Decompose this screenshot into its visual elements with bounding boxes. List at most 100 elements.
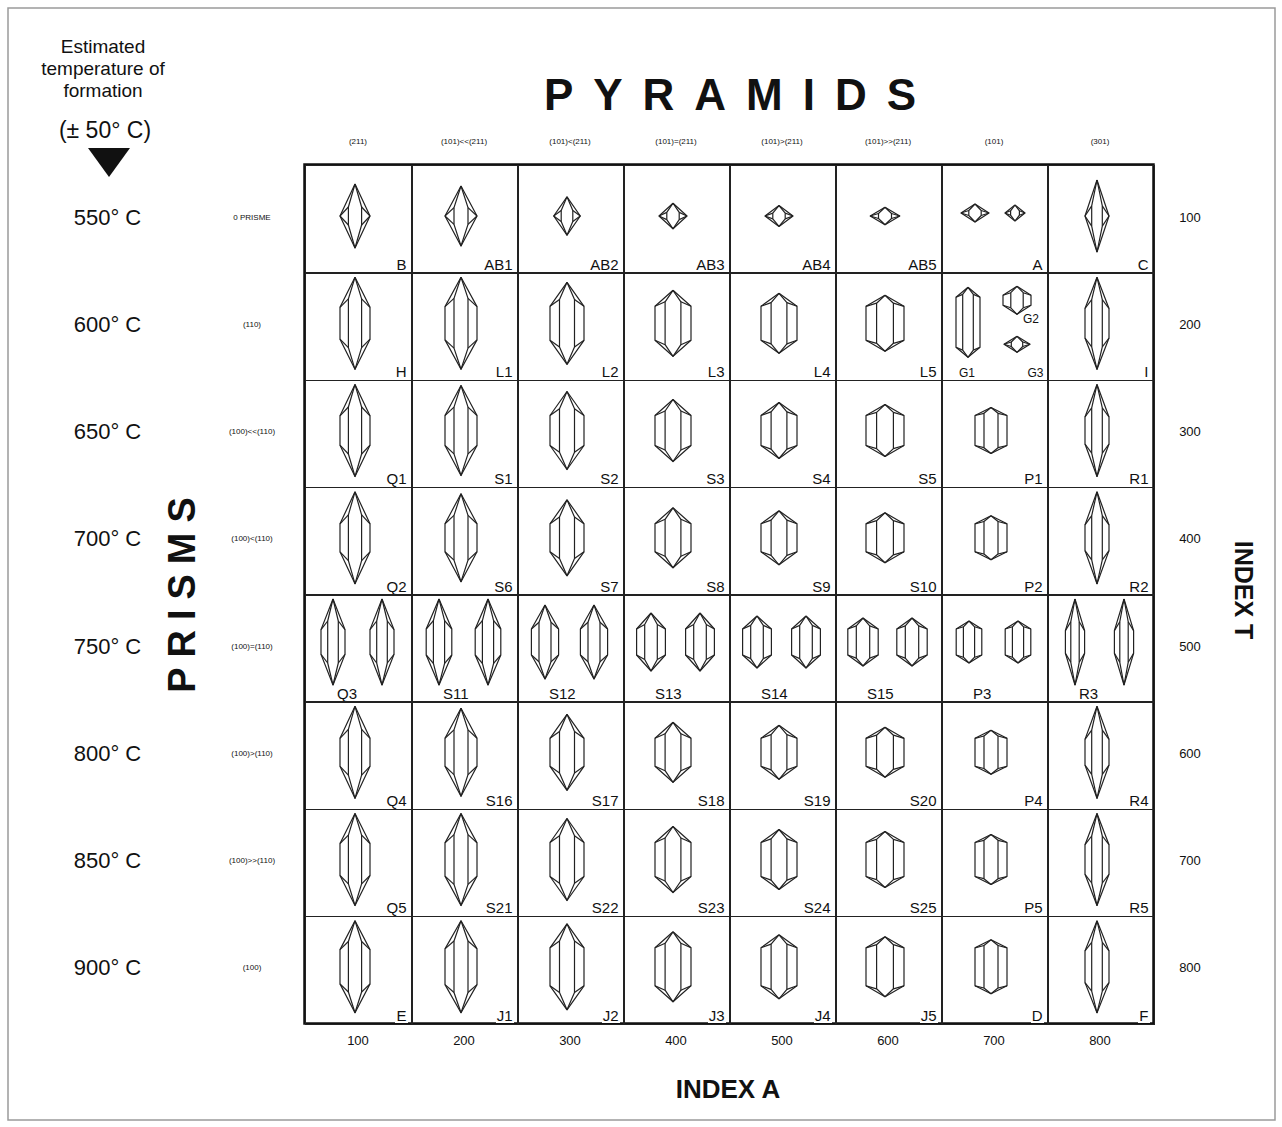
crystal-edge: [1023, 344, 1030, 346]
crystal-cell: Q4: [305, 701, 413, 810]
crystal-edge: [567, 392, 575, 470]
crystal-edge: [673, 932, 681, 1002]
crystal-edge: [370, 654, 377, 663]
crystal-edge: [573, 211, 581, 216]
cell-label: S20: [909, 793, 938, 808]
crystal-edge: [600, 655, 608, 662]
crystal-edge: [340, 339, 348, 347]
index-t-value: 300: [1160, 425, 1220, 440]
crystal-edge: [655, 411, 665, 416]
crystal-edge: [991, 730, 998, 774]
crystal-edge: [866, 295, 904, 351]
cell-label: Q2: [385, 579, 407, 594]
crystal-edge: [454, 814, 461, 906]
crystal-cell: A: [941, 165, 1049, 274]
crystal-edge: [665, 400, 673, 462]
cell-label: F: [1138, 1008, 1149, 1023]
crystal-edge: [468, 340, 477, 348]
cell-label: AB4: [801, 257, 831, 272]
crystal-edge: [771, 830, 779, 890]
crystal-edge: [779, 830, 787, 890]
crystal-cell: F: [1047, 916, 1155, 1025]
crystal-edge: [362, 729, 370, 738]
crystal-edge: [445, 814, 477, 906]
crystal-edge: [655, 446, 665, 451]
crystal-edge: [787, 552, 797, 556]
crystal-edge: [575, 517, 585, 524]
crystal-edge: [1085, 180, 1109, 252]
crystal-edge: [893, 945, 904, 948]
cell-label: S7: [599, 579, 619, 594]
crystal-edge: [787, 877, 797, 881]
prism-index: (100)<<(110): [206, 427, 298, 436]
crystal-edge: [1085, 765, 1092, 774]
cell-label: Q3: [336, 686, 358, 701]
crystal-edge: [975, 522, 984, 524]
crystal-edge: [761, 935, 797, 999]
crystal-edge: [679, 216, 687, 220]
crystal-edge: [866, 727, 904, 777]
crystal-edge: [445, 208, 454, 216]
crystal-edge: [885, 727, 893, 777]
crystal-edge: [673, 827, 681, 893]
crystal-edge: [1017, 336, 1023, 352]
crystal-cell: L1: [411, 272, 519, 381]
crystal-edge: [1085, 216, 1092, 226]
crystal-edge: [657, 625, 665, 630]
crystal-edge: [991, 408, 998, 454]
crystal-edge: [1085, 408, 1092, 417]
crystal-edge: [445, 708, 477, 796]
crystal-edge: [870, 626, 879, 629]
pyramid-index: (101)>(211): [732, 137, 832, 146]
crystal-edge: [998, 766, 1007, 768]
crystal-edge: [454, 186, 461, 246]
cell-label: S22: [591, 900, 620, 915]
crystal-edge: [806, 616, 812, 668]
crystal-edge: [1011, 286, 1017, 314]
crystal-edge: [975, 986, 984, 988]
crystal-edge: [362, 339, 370, 347]
temperature-label: 800° C: [45, 741, 170, 766]
crystal-edge: [1005, 205, 1025, 221]
crystal-edge: [1079, 653, 1084, 662]
crystal-edge: [866, 303, 877, 306]
crystal-edge: [340, 385, 370, 477]
crystal-edge: [667, 203, 673, 229]
cell-label: J4: [814, 1008, 832, 1023]
crystal-edge: [1065, 622, 1070, 631]
crystal-cell: R2: [1047, 487, 1155, 596]
crystal-edge: [468, 216, 477, 224]
crystal-edge: [870, 655, 879, 658]
crystal-edge: [877, 295, 885, 351]
crystal-edge: [575, 409, 585, 416]
cell-label: B: [395, 257, 407, 272]
crystal-edge: [765, 213, 773, 216]
crystal-edge: [969, 621, 975, 663]
crystal-edge: [787, 520, 797, 524]
crystal-edge: [912, 618, 919, 666]
crystal-cell: AB4: [729, 165, 837, 274]
crystal-edge: [761, 403, 797, 459]
crystal-edge: [792, 625, 800, 629]
crystal-edge: [761, 766, 771, 770]
crystal-edge: [387, 654, 394, 663]
crystal-edge: [575, 766, 585, 773]
crystal-edge: [787, 412, 797, 416]
crystal-edge: [370, 621, 377, 630]
crystal-edge: [550, 924, 584, 1010]
crystal-edge: [594, 605, 600, 679]
crystal-edge: [991, 835, 998, 885]
crystal-edge: [761, 725, 797, 779]
crystal-edge: [877, 405, 885, 457]
cell-label: P2: [1023, 579, 1043, 594]
crystal-edge: [743, 655, 751, 659]
cell-label: S19: [803, 793, 832, 808]
crystal-edge: [445, 277, 477, 369]
crystal-edge: [897, 655, 906, 658]
crystal-edge: [468, 835, 477, 843]
crystal-edge: [1102, 836, 1109, 845]
crystal-edge: [1004, 344, 1011, 346]
cell-label: R4: [1128, 793, 1149, 808]
crystal-edge: [984, 835, 991, 885]
crystal-edge: [779, 206, 785, 227]
